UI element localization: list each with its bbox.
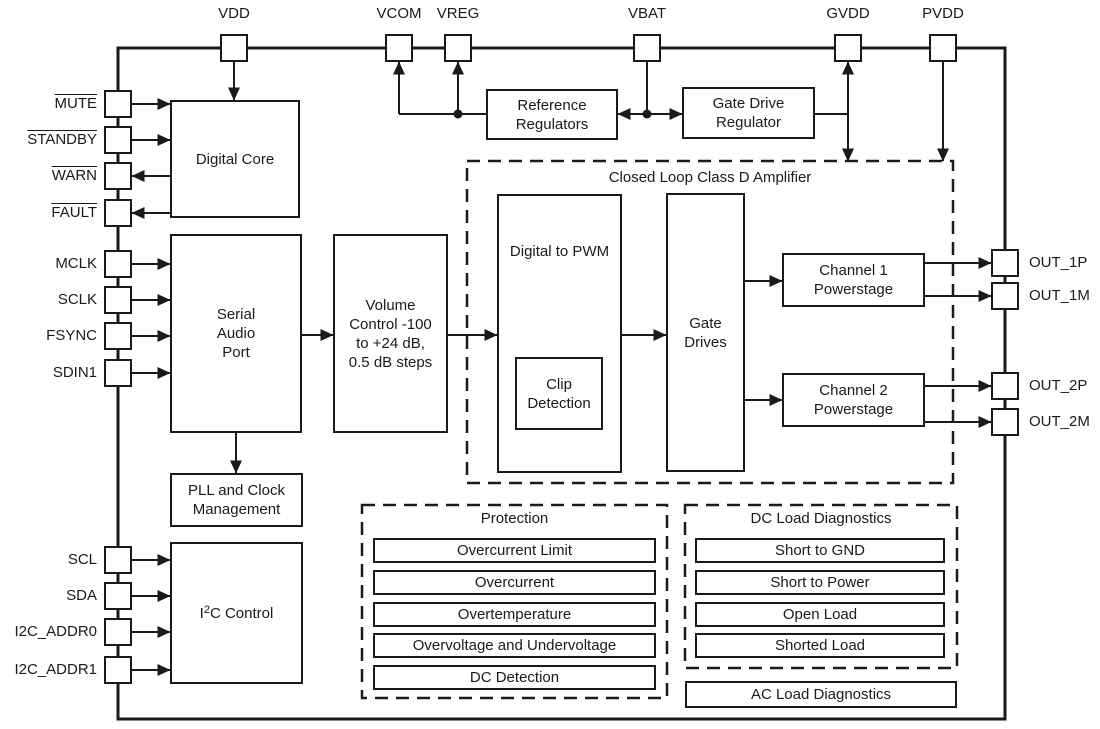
channel1-powerstage-block: Channel 1 Powerstage — [782, 253, 925, 307]
pin-standby — [104, 126, 132, 154]
protection-item-overcurrent-limit: Overcurrent Limit — [373, 538, 656, 563]
digital-to-pwm-block: Digital to PWM — [497, 194, 622, 473]
pin-label-mclk: MCLK — [55, 255, 97, 272]
dc-load-diagnostics-dashed-box — [683, 503, 959, 670]
pin-sclk — [104, 286, 132, 314]
pin-sdin1 — [104, 359, 132, 387]
protection-item-over-under-voltage: Overvoltage and Undervoltage — [373, 633, 656, 658]
clip-detection-block: Clip Detection — [515, 357, 603, 430]
pin-scl — [104, 546, 132, 574]
gate-drives-block: Gate Drives — [666, 193, 745, 472]
class-d-dashed-box — [465, 159, 955, 485]
pin-warn — [104, 162, 132, 190]
pin-fsync — [104, 322, 132, 350]
class-d-amplifier-title: Closed Loop Class D Amplifier — [608, 169, 812, 186]
pin-vdd — [220, 34, 248, 62]
protection-item-dc-detection: DC Detection — [373, 665, 656, 690]
dc-diag-item-short-to-power: Short to Power — [695, 570, 945, 595]
pin-label-gvdd: GVDD — [826, 5, 870, 22]
ac-load-diagnostics-block: AC Load Diagnostics — [685, 681, 957, 708]
pll-clock-management-block: PLL and Clock Management — [170, 473, 303, 527]
protection-dashed-box — [360, 503, 669, 700]
channel2-powerstage-block: Channel 2 Powerstage — [782, 373, 925, 427]
protection-item-overtemperature: Overtemperature — [373, 602, 656, 627]
pin-label-sdin1: SDIN1 — [52, 364, 97, 381]
pin-vbat — [633, 34, 661, 62]
reference-regulators-block: Reference Regulators — [486, 89, 618, 140]
pin-label-vcom: VCOM — [376, 5, 422, 22]
i2c-control-label: I2C Control — [199, 603, 274, 622]
pin-label-sclk: SCLK — [57, 291, 97, 308]
pin-fault — [104, 199, 132, 227]
volume-control-block: Volume Control -100 to +24 dB, 0.5 dB st… — [333, 234, 448, 433]
pin-gvdd — [834, 34, 862, 62]
dc-diag-item-shorted-load: Shorted Load — [695, 633, 945, 658]
dc-load-diagnostics-title: DC Load Diagnostics — [750, 510, 892, 527]
pin-label-standby: STANDBY — [27, 131, 97, 148]
pin-pvdd — [929, 34, 957, 62]
pin-out-1p — [991, 249, 1019, 277]
pin-label-fault: FAULT — [51, 204, 97, 221]
digital-core-block: Digital Core — [170, 100, 300, 218]
pin-sda — [104, 582, 132, 610]
pin-vreg — [444, 34, 472, 62]
dc-diag-item-short-to-gnd: Short to GND — [695, 538, 945, 563]
junction-dot-vbat — [642, 109, 652, 119]
pin-mute — [104, 90, 132, 118]
pin-label-fsync: FSYNC — [46, 327, 97, 344]
pin-i2c-addr1 — [104, 656, 132, 684]
pin-i2c-addr0 — [104, 618, 132, 646]
pin-out-1m — [991, 282, 1019, 310]
pin-vcom — [385, 34, 413, 62]
pin-label-i2c-addr1: I2C_ADDR1 — [14, 661, 97, 678]
junction-dot-vreg — [453, 109, 463, 119]
pin-label-vdd: VDD — [218, 5, 250, 22]
pin-label-out-1p: OUT_1P — [1029, 254, 1088, 271]
wire-group — [131, 61, 992, 676]
pin-label-scl: SCL — [67, 551, 97, 568]
pin-label-i2c-addr0: I2C_ADDR0 — [14, 623, 97, 640]
pin-label-pvdd: PVDD — [922, 5, 964, 22]
i2c-control-block: I2C Control — [170, 542, 303, 684]
serial-audio-port-block: Serial Audio Port — [170, 234, 302, 433]
pin-mclk — [104, 250, 132, 278]
pin-label-vbat: VBAT — [627, 5, 667, 22]
pin-label-warn: WARN — [51, 167, 97, 184]
pin-out-2p — [991, 372, 1019, 400]
pin-label-out-2p: OUT_2P — [1029, 377, 1088, 394]
pin-label-sda: SDA — [66, 587, 97, 604]
pin-label-out-2m: OUT_2M — [1029, 413, 1090, 430]
pin-label-mute: MUTE — [54, 95, 98, 112]
protection-title: Protection — [480, 510, 549, 527]
pin-label-vreg: VREG — [436, 5, 480, 22]
pin-out-2m — [991, 408, 1019, 436]
pin-label-out-1m: OUT_1M — [1029, 287, 1090, 304]
dc-diag-item-open-load: Open Load — [695, 602, 945, 627]
protection-item-overcurrent: Overcurrent — [373, 570, 656, 595]
gate-drive-regulator-block: Gate Drive Regulator — [682, 87, 815, 139]
